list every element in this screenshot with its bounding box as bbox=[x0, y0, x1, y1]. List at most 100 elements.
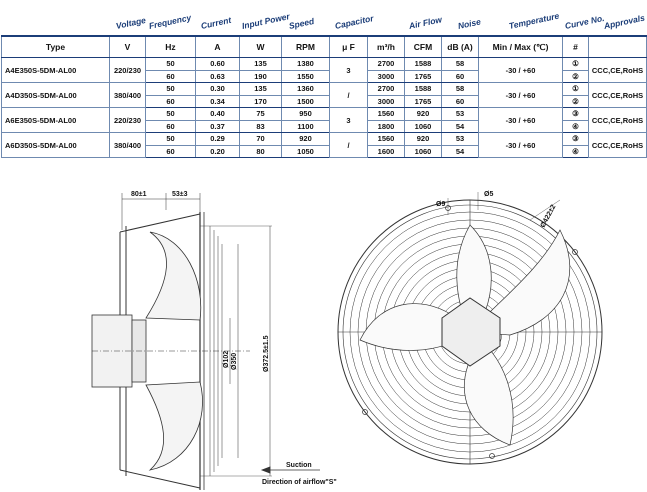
cell-speed: 1360 bbox=[281, 82, 330, 96]
rotated-header-row: Voltage Frequency Current Input Power Sp… bbox=[0, 0, 647, 35]
cell-speed: 1100 bbox=[281, 119, 330, 133]
cell-speed: 1380 bbox=[281, 57, 330, 71]
cell-current: 0.20 bbox=[195, 144, 240, 158]
front-view bbox=[337, 192, 603, 465]
cell-curve: ④ bbox=[562, 144, 589, 158]
cell-curve: ③ bbox=[562, 107, 589, 121]
cell-airflow-cfm: 1588 bbox=[404, 82, 442, 96]
cell-curve: ② bbox=[562, 94, 589, 108]
side-view bbox=[91, 193, 320, 490]
dim-depth-label: 80±1 bbox=[131, 191, 147, 198]
mount-hole-3 bbox=[362, 409, 368, 415]
cell-frequency: 60 bbox=[145, 119, 196, 133]
cell-current: 0.29 bbox=[195, 132, 240, 146]
grille-bars bbox=[209, 226, 223, 476]
cell-noise: 53 bbox=[441, 132, 479, 146]
cell-speed: 920 bbox=[281, 132, 330, 146]
model-capacitor: 3 bbox=[329, 107, 368, 133]
cell-airflow-cfm: 920 bbox=[404, 132, 442, 146]
header-input-power: Input Power bbox=[240, 11, 291, 31]
unit-current: A bbox=[195, 35, 240, 58]
model-temperature: -30 / +60 bbox=[478, 57, 563, 83]
cell-current: 0.60 bbox=[195, 57, 240, 71]
model-type: A6D350S-5DM-AL00 bbox=[1, 132, 110, 158]
cell-current: 0.63 bbox=[195, 69, 240, 83]
cell-noise: 54 bbox=[441, 144, 479, 158]
model-capacitor: 3 bbox=[329, 57, 368, 83]
cell-frequency: 50 bbox=[145, 57, 196, 71]
cell-airflow-cfm: 1765 bbox=[404, 69, 442, 83]
cell-noise: 58 bbox=[441, 82, 479, 96]
model-capacitor: / bbox=[329, 132, 368, 158]
airflow-label: Direction of airflow"S" bbox=[262, 479, 337, 486]
model-type: A4D350S-5DM-AL00 bbox=[1, 82, 110, 108]
cell-curve: ① bbox=[562, 57, 589, 71]
spec-table: Voltage Frequency Current Input Power Sp… bbox=[0, 0, 647, 158]
cell-power: 135 bbox=[239, 82, 282, 96]
cell-frequency: 60 bbox=[145, 144, 196, 158]
header-approvals: Approvals bbox=[602, 12, 646, 31]
cell-frequency: 50 bbox=[145, 82, 196, 96]
model-temperature: -30 / +60 bbox=[478, 132, 563, 158]
cell-power: 135 bbox=[239, 57, 282, 71]
unit-frequency: Hz bbox=[145, 35, 196, 58]
header-curve-no: Curve No. bbox=[563, 12, 606, 31]
cell-airflow-m3h: 1600 bbox=[367, 144, 405, 158]
unit-type: Type bbox=[1, 35, 110, 58]
model-approvals: CCC,CE,RoHS bbox=[588, 82, 647, 108]
dia-hole-label: Ø9 bbox=[436, 201, 445, 208]
cell-noise: 53 bbox=[441, 107, 479, 121]
model-voltage: 380/400 bbox=[109, 132, 146, 158]
cell-airflow-m3h: 1800 bbox=[367, 119, 405, 133]
cell-airflow-m3h: 1560 bbox=[367, 132, 405, 146]
unit-voltage: V bbox=[109, 35, 146, 58]
model-approvals: CCC,CE,RoHS bbox=[588, 57, 647, 83]
cell-power: 190 bbox=[239, 69, 282, 83]
cell-airflow-cfm: 1060 bbox=[404, 144, 442, 158]
blade-lower bbox=[145, 381, 203, 471]
cell-airflow-m3h: 3000 bbox=[367, 69, 405, 83]
cell-curve: ③ bbox=[562, 132, 589, 146]
cell-power: 83 bbox=[239, 119, 282, 133]
unit-speed: RPM bbox=[281, 35, 330, 58]
model-capacitor: / bbox=[329, 82, 368, 108]
model-voltage: 220/230 bbox=[109, 57, 146, 83]
cell-power: 170 bbox=[239, 94, 282, 108]
cell-curve: ② bbox=[562, 69, 589, 83]
model-temperature: -30 / +60 bbox=[478, 82, 563, 108]
unit-airflow-m3h: m³/h bbox=[367, 35, 405, 58]
fan-technical-drawing: 80±1 53±3 Ø102 Ø350 Ø372.5±1.5 Suction D… bbox=[91, 191, 603, 490]
cell-power: 70 bbox=[239, 132, 282, 146]
unit-curve: # bbox=[562, 35, 589, 58]
front-blade-1 bbox=[469, 229, 570, 336]
dia-outer-label: Ø372.5±1.5 bbox=[263, 335, 270, 372]
cell-current: 0.37 bbox=[195, 119, 240, 133]
cell-current: 0.30 bbox=[195, 82, 240, 96]
cell-noise: 60 bbox=[441, 94, 479, 108]
units-row: Type V Hz A W RPM μ F m³/h CFM dB (A) Mi… bbox=[1, 35, 647, 58]
cell-curve: ④ bbox=[562, 119, 589, 133]
cell-airflow-cfm: 1765 bbox=[404, 94, 442, 108]
unit-approvals bbox=[588, 35, 647, 58]
cell-current: 0.34 bbox=[195, 94, 240, 108]
cell-speed: 1500 bbox=[281, 94, 330, 108]
unit-temperature: Min / Max (℃) bbox=[478, 35, 563, 58]
cell-airflow-m3h: 2700 bbox=[367, 82, 405, 96]
unit-noise: dB (A) bbox=[441, 35, 479, 58]
cell-airflow-cfm: 1588 bbox=[404, 57, 442, 71]
dia-5-label: Ø5 bbox=[484, 191, 493, 198]
cell-current: 0.40 bbox=[195, 107, 240, 121]
header-frequency: Frequency bbox=[147, 12, 193, 32]
cell-power: 80 bbox=[239, 144, 282, 158]
spec-grid: Type V Hz A W RPM μ F m³/h CFM dB (A) Mi… bbox=[1, 35, 647, 158]
header-temperature: Temperature bbox=[507, 10, 561, 31]
cell-frequency: 60 bbox=[145, 69, 196, 83]
dim-hub-label: 53±3 bbox=[172, 191, 188, 198]
cell-speed: 950 bbox=[281, 107, 330, 121]
